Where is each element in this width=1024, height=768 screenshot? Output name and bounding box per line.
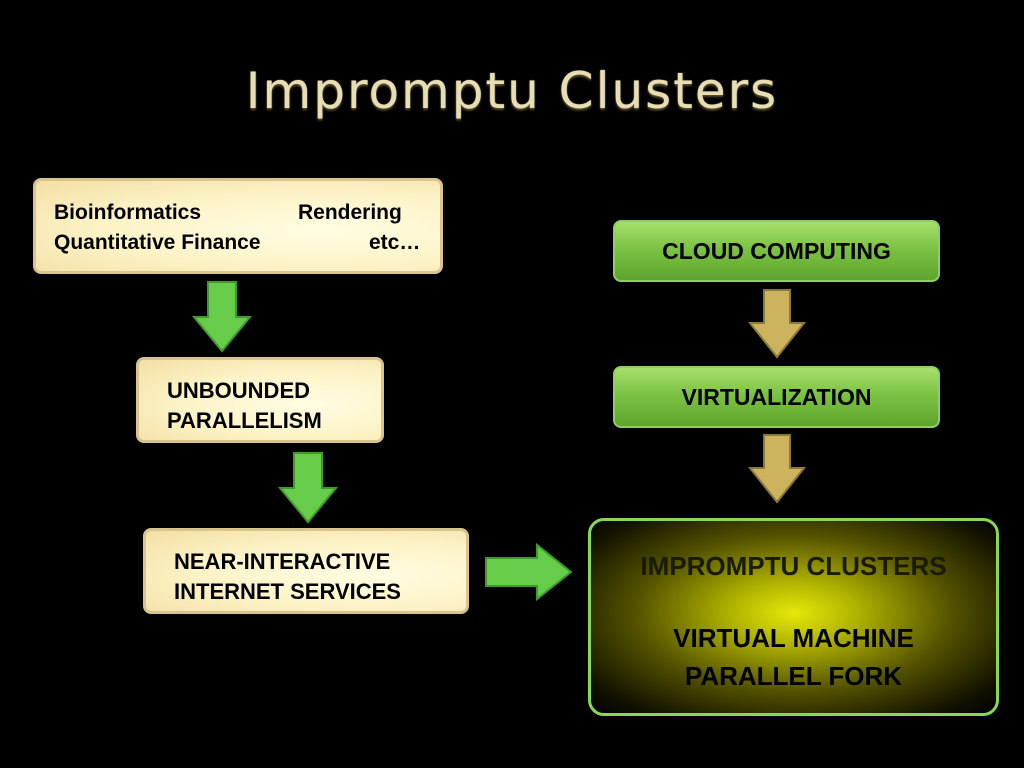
impromptu-line1: VIRTUAL MACHINE — [673, 623, 914, 653]
down-arrow-1 — [191, 281, 253, 353]
domain-quantitative-finance: Quantitative Finance — [54, 231, 261, 254]
domain-rendering: Rendering — [298, 201, 402, 224]
near-line2: INTERNET SERVICES — [174, 579, 401, 604]
domain-etc: etc… — [369, 231, 421, 254]
cloud-computing-label: CLOUD COMPUTING — [662, 237, 891, 264]
near-interactive-services-box: NEAR-INTERACTIVE INTERNET SERVICES — [143, 528, 469, 614]
unbounded-parallelism-box: UNBOUNDED PARALLELISM — [136, 357, 384, 443]
down-arrow-2 — [277, 452, 339, 524]
right-arrow — [485, 542, 573, 602]
tan-down-arrow-1 — [747, 289, 807, 359]
impromptu-heading: IMPROMPTU CLUSTERS — [640, 551, 947, 581]
impromptu-line2: PARALLEL FORK — [684, 661, 903, 691]
cloud-computing-box: CLOUD COMPUTING — [613, 220, 940, 282]
impromptu-clusters-box: IMPROMPTU CLUSTERS VIRTUAL MACHINE PARAL… — [588, 518, 999, 716]
domain-bioinformatics: Bioinformatics — [54, 201, 202, 224]
virtualization-box: VIRTUALIZATION — [613, 366, 940, 428]
page-title: Impromptu Clusters — [245, 62, 779, 120]
tan-down-arrow-2 — [747, 434, 807, 504]
unbounded-line2: PARALLELISM — [167, 408, 322, 433]
application-domains-box: Bioinformatics Rendering Quantitative Fi… — [33, 178, 443, 274]
near-line1: NEAR-INTERACTIVE — [174, 549, 391, 574]
unbounded-line1: UNBOUNDED — [167, 378, 310, 403]
virtualization-label: VIRTUALIZATION — [681, 383, 872, 410]
